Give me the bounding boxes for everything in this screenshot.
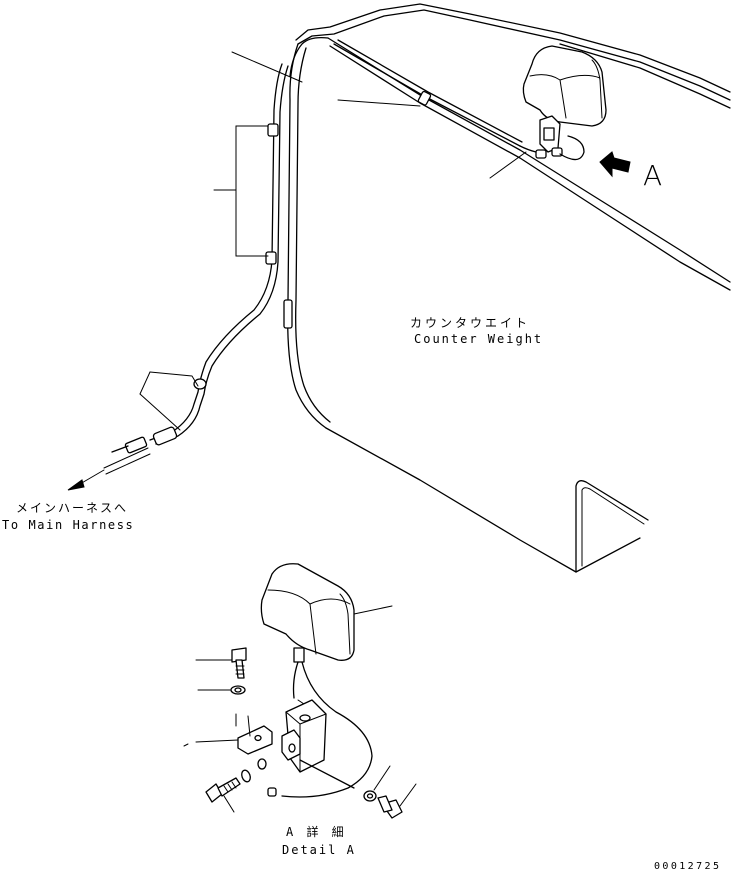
drawing-number: 00012725 xyxy=(654,861,722,872)
detail-a-assembly xyxy=(205,563,403,819)
detail-a-label-en: Detail A xyxy=(282,843,356,857)
main-harness-label-jp: メインハーネスへ xyxy=(16,501,129,515)
counterweight-label-jp: カウンタウエイト xyxy=(410,316,531,330)
counterweight xyxy=(287,3,731,573)
view-direction-arrow-icon xyxy=(599,151,631,178)
detail-leader-lines xyxy=(183,605,417,813)
work-lamp-installed xyxy=(519,45,607,161)
view-marker-a: A xyxy=(643,159,663,192)
harness-direction-arrow-icon xyxy=(67,469,105,491)
main-harness-label-en: To Main Harness xyxy=(2,518,135,532)
counterweight-label-en: Counter Weight xyxy=(414,332,544,346)
harness-routing xyxy=(103,36,523,475)
detail-a-label-jp: A 詳 細 xyxy=(286,825,347,839)
leader-lines xyxy=(139,51,527,431)
